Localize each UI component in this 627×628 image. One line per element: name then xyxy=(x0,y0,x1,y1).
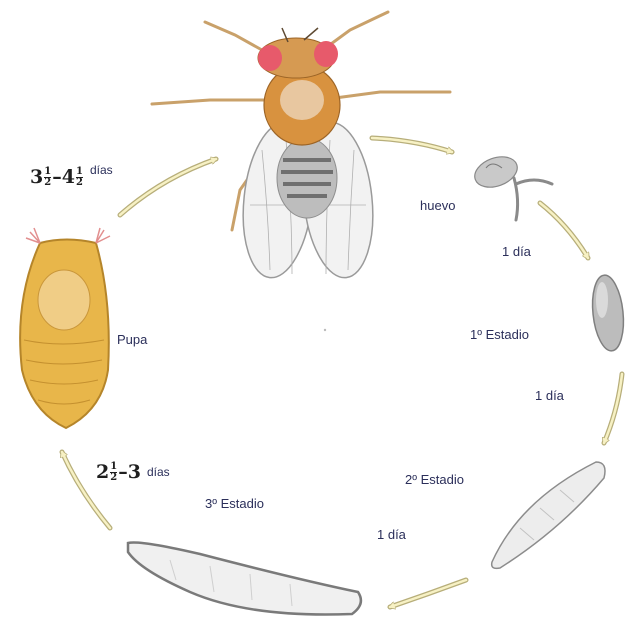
duration-pupa-to-adult-end: 4 xyxy=(62,166,75,188)
duration-third-to-pupa: 2 1 2 – 3 días xyxy=(96,461,170,483)
duration-second-to-third: 1 día xyxy=(377,527,406,542)
duration-first-to-second: 1 día xyxy=(535,388,564,403)
duration-pupa-to-adult: 3 1 2 – 4 1 2 días xyxy=(30,166,113,188)
first-instar-larva-illustration xyxy=(589,274,627,353)
duration-pupa-to-adult-fraction-2: 1 2 xyxy=(76,167,83,188)
arrow-adult-to-egg xyxy=(372,138,452,152)
duration-pupa-to-adult-dash: – xyxy=(52,166,62,188)
fraction-numerator: 1 xyxy=(44,167,51,177)
adult-fly-illustration xyxy=(152,12,450,281)
second-instar-larva-illustration xyxy=(492,462,605,568)
pupa-illustration xyxy=(20,228,110,428)
label-first-instar: 1º Estadio xyxy=(470,327,529,342)
arrow-pupa-to-adult xyxy=(120,159,216,215)
duration-third-to-pupa-fraction: 1 2 xyxy=(110,462,117,483)
duration-third-to-pupa-dash: – xyxy=(118,461,128,483)
arrow-first-to-second xyxy=(604,374,622,443)
arrow-egg-to-first xyxy=(540,203,588,258)
duration-egg-to-first: 1 día xyxy=(502,244,531,259)
duration-third-to-pupa-unit: días xyxy=(147,465,170,479)
label-pupa: Pupa xyxy=(117,332,147,347)
egg-illustration xyxy=(471,151,552,220)
fraction-numerator: 1 xyxy=(76,167,83,177)
fraction-denominator: 2 xyxy=(110,473,117,483)
third-instar-larva-illustration xyxy=(128,542,361,614)
fraction-numerator: 1 xyxy=(110,462,117,472)
duration-pupa-to-adult-start: 3 xyxy=(30,166,43,188)
label-second-instar: 2º Estadio xyxy=(405,472,464,487)
fraction-denominator: 2 xyxy=(44,178,51,188)
label-egg: huevo xyxy=(420,198,455,213)
duration-pupa-to-adult-fraction-1: 1 2 xyxy=(44,167,51,188)
duration-pupa-to-adult-unit: días xyxy=(90,163,113,177)
label-third-instar: 3º Estadio xyxy=(205,496,264,511)
duration-third-to-pupa-end: 3 xyxy=(128,461,141,483)
duration-third-to-pupa-whole: 2 xyxy=(96,461,109,483)
fraction-denominator: 2 xyxy=(76,178,83,188)
